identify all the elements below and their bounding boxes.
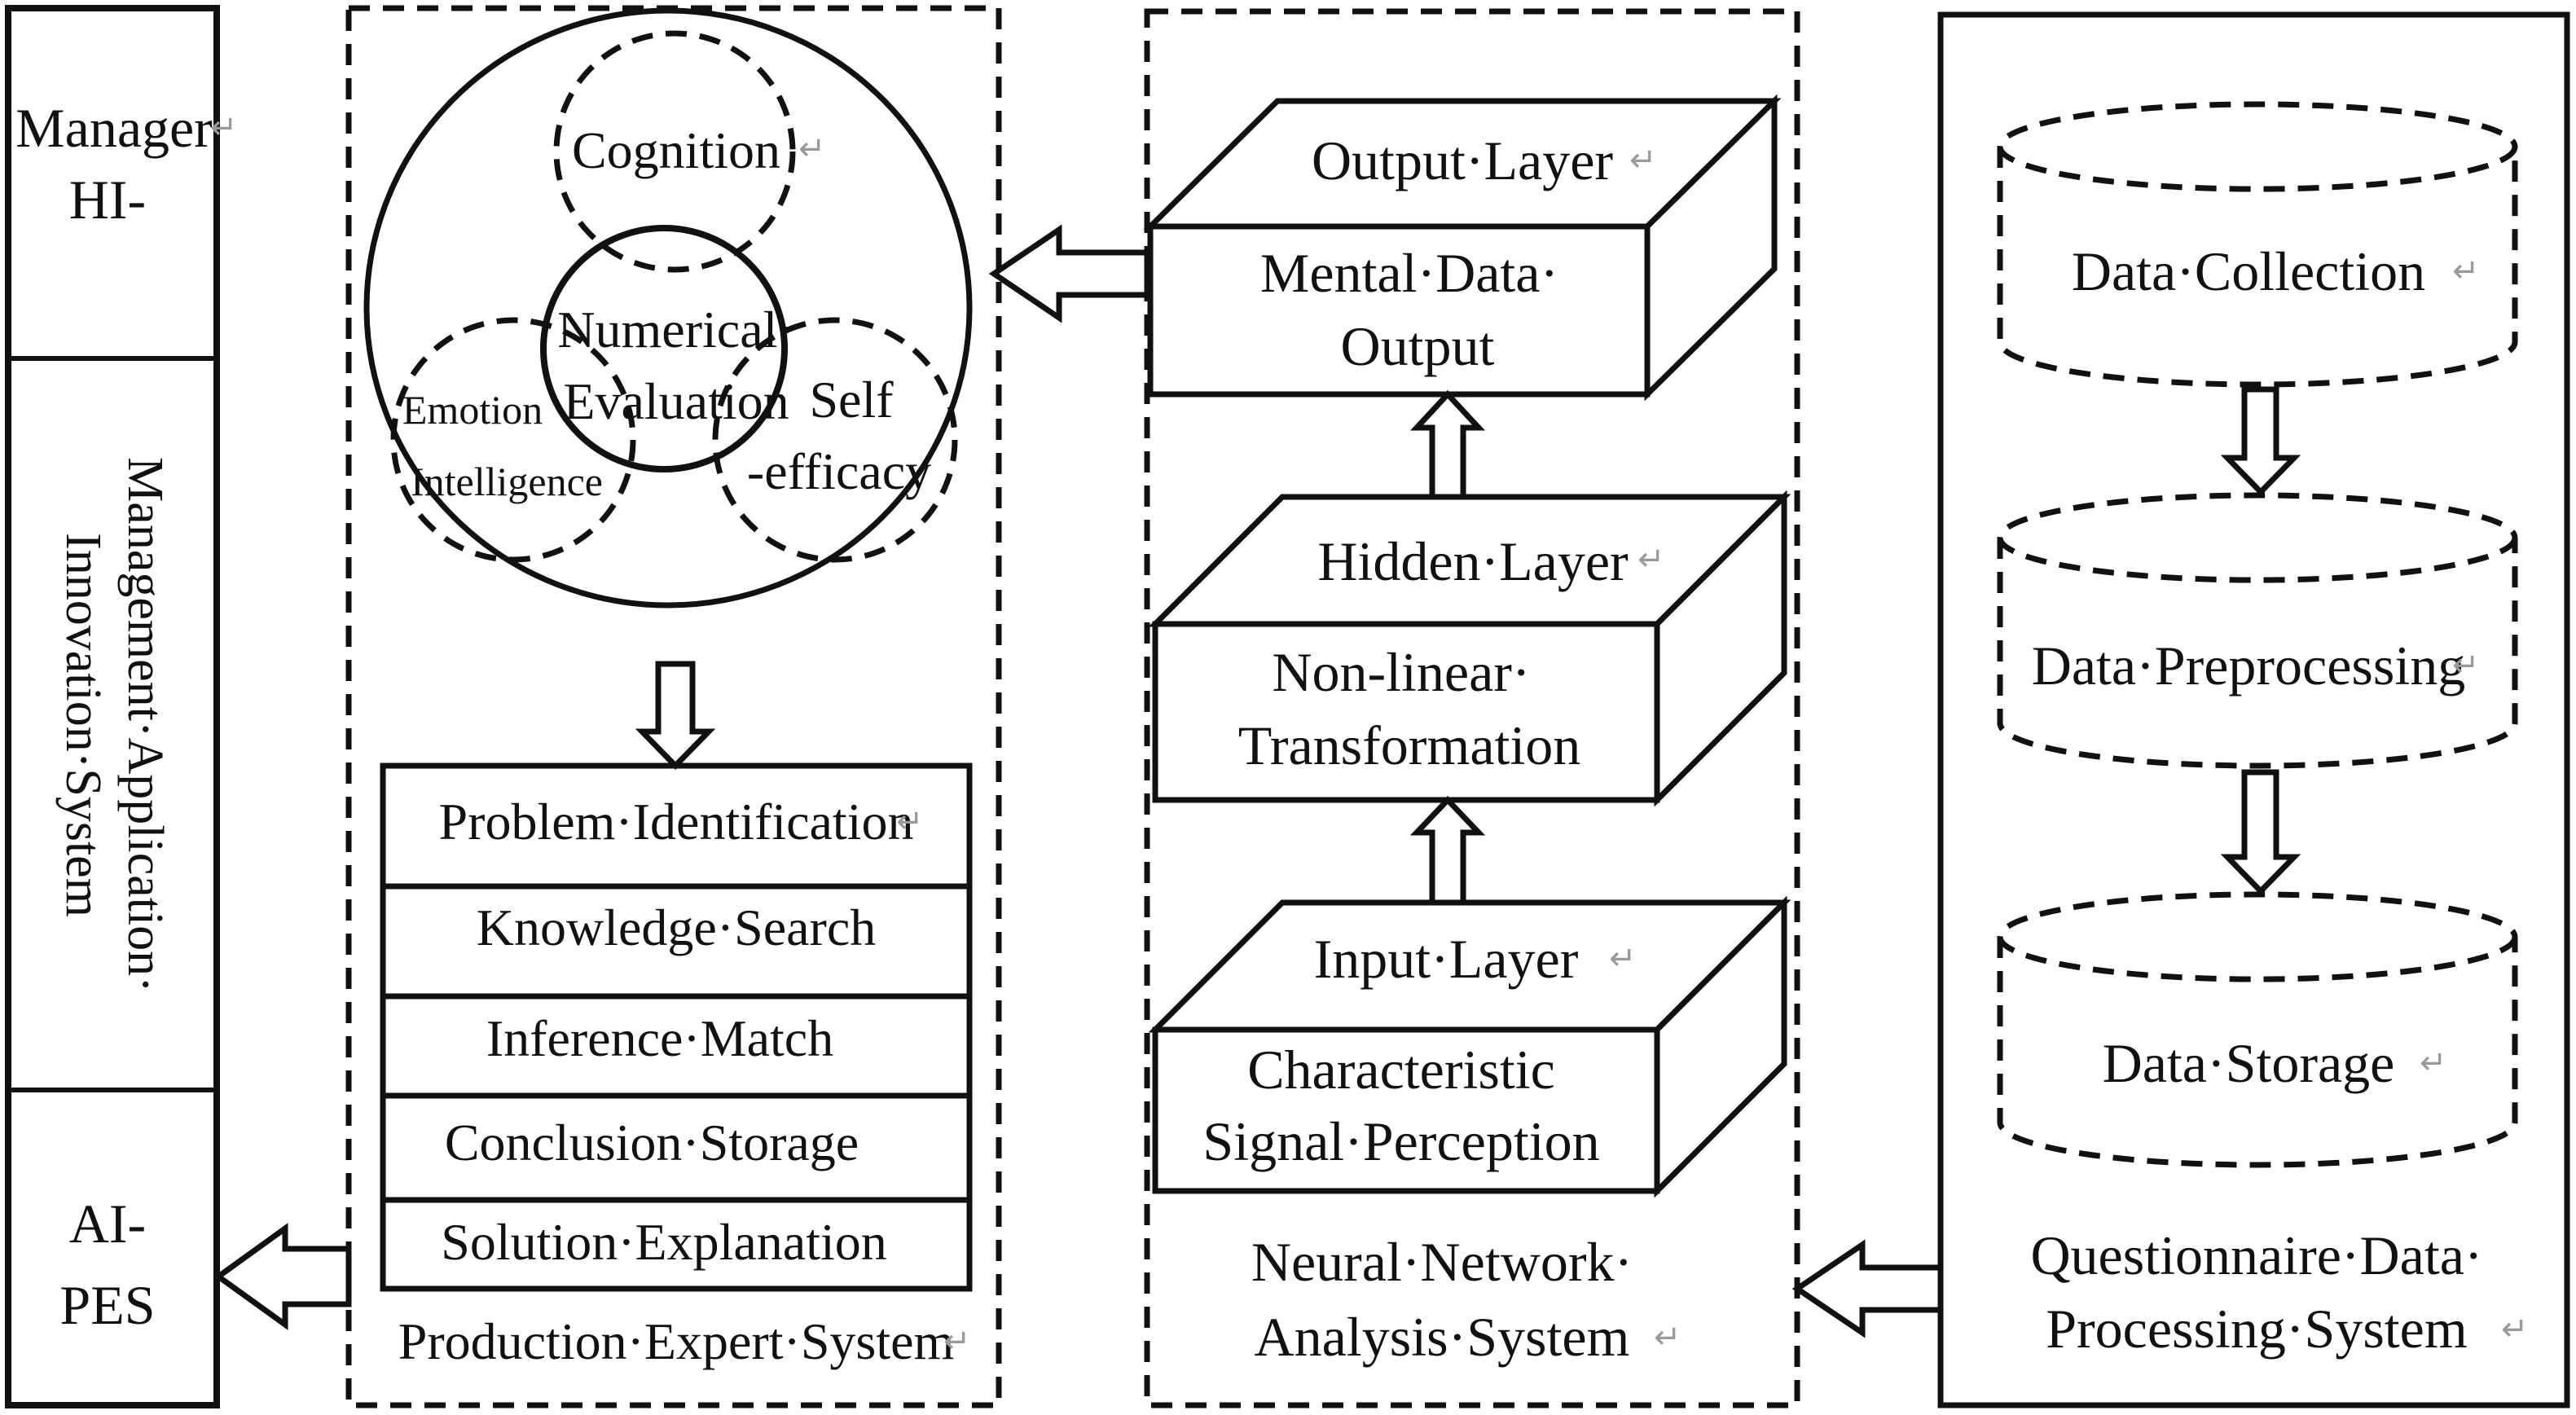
hidden-layer-box: Hidden·Layer Non-linear· Transformation [1148, 490, 1791, 807]
step-knowledge-search: Knowledge·Search [477, 899, 876, 956]
return-mark-icon: ↵ [1609, 940, 1637, 978]
production-expert-system-label: Production·Expert·System [398, 1312, 955, 1370]
return-mark-icon: ↵ [943, 1323, 971, 1360]
self-label: Self [809, 371, 894, 428]
return-mark-icon: ↵ [1637, 541, 1665, 578]
step-problem-identification: Problem·Identification [439, 793, 914, 850]
neural-network-analysis-system: Output·Layer Mental·Data· Output Hidden·… [1143, 8, 1800, 1408]
hidden-layer-front-face [1152, 621, 1660, 803]
return-mark-icon: ↵ [210, 109, 238, 147]
cylinder-2-top [1997, 492, 2518, 583]
arrow-to-expert-system [988, 224, 1150, 323]
return-mark-icon: ↵ [2452, 253, 2480, 290]
input-layer-box: Input·Layer Characteristic Signal·Percep… [1148, 895, 1791, 1198]
output-layer-box: Output·Layer Mental·Data· Output [1143, 94, 1782, 402]
production-expert-system: Cognition Numerical· Evaluation Emotion … [345, 5, 1002, 1408]
output-layer-front-face [1147, 223, 1651, 398]
data-preprocessing-cylinder: Data·Preprocessing [1997, 492, 2518, 769]
arrow-input-to-hidden [1409, 795, 1486, 906]
neural-network-label-line2: Analysis·System [1255, 1306, 1630, 1368]
cylinder-1-top [1997, 101, 2518, 192]
data-collection-cylinder: Data·Collection [1997, 101, 2518, 388]
non-linear-label: Non-linear· [1272, 641, 1530, 703]
emotion-intelligence-circle [390, 317, 636, 563]
step-conclusion-storage: Conclusion·Storage [445, 1114, 859, 1171]
return-mark-icon: ↵ [2452, 647, 2480, 684]
questionnaire-label-line2: Processing·System [2046, 1298, 2468, 1360]
arrow-to-steps [635, 661, 716, 771]
cylinder-3-body [1997, 937, 2518, 1168]
return-mark-icon: ↵ [896, 803, 924, 841]
output-label: Output [1341, 315, 1495, 377]
return-mark-icon: ↵ [1654, 1319, 1681, 1356]
data-collection-label: Data·Collection [2072, 240, 2425, 302]
characteristic-label: Characteristic [1247, 1039, 1555, 1101]
process-steps-table [380, 762, 973, 1292]
hi-label: HI- [69, 169, 146, 231]
hidden-layer-title: Hidden·Layer [1317, 530, 1629, 592]
data-storage-label: Data·Storage [2103, 1032, 2395, 1094]
manager-label: Manager [15, 97, 213, 159]
management-system-vertical-label: Management·Application· Innovation·Syste… [55, 457, 173, 993]
ai-label: AI- [69, 1193, 146, 1255]
transformation-label: Transformation [1238, 714, 1581, 776]
cognition-circle [553, 30, 796, 273]
pes-label: PES [59, 1274, 155, 1336]
mental-data-label: Mental·Data· [1260, 242, 1558, 304]
self-efficacy-circle [712, 317, 958, 563]
arrow-collection-to-preprocessing [2220, 386, 2301, 497]
neural-network-label-line1: Neural·Network· [1251, 1231, 1633, 1293]
step-inference-match: Inference·Match [486, 1009, 833, 1067]
arrow-preprocessing-to-storage [2220, 769, 2301, 896]
output-layer-title: Output·Layer [1312, 130, 1613, 191]
cylinder-3-top [1997, 891, 2518, 982]
vertical-label-line2: Innovation·System [55, 533, 111, 917]
data-storage-cylinder: Data·Storage [1997, 891, 2518, 1168]
input-layer-title: Input·Layer [1314, 928, 1579, 990]
numerical-label: Numerical· [557, 301, 794, 358]
cylinder-2-body [1997, 538, 2518, 769]
numerical-evaluation-circle [540, 225, 788, 472]
arrow-to-neural-network [1791, 1239, 1944, 1338]
return-mark-icon: ↵ [798, 130, 826, 168]
cylinder-1-body [1997, 147, 2518, 388]
vertical-label-line1: Management·Application· [117, 457, 173, 993]
intelligence-label: Intelligence [411, 459, 603, 504]
left-panel-border [5, 5, 220, 1408]
evaluation-label: Evaluation [563, 372, 789, 430]
questionnaire-label-line1: Questionnaire·Data· [2030, 1224, 2482, 1286]
neural-network-border [1144, 8, 1800, 1408]
questionnaire-border [1937, 11, 2570, 1408]
return-mark-icon: ↵ [1629, 142, 1657, 179]
efficacy-label: -efficacy [747, 442, 931, 500]
paragraph-marks: ↵ ↵ ↵ ↵ ↵ ↵ ↵ ↵ ↵ ↵ ↵ ↵ [210, 109, 2529, 1360]
return-mark-icon: ↵ [2501, 1311, 2529, 1348]
emotion-label: Emotion [402, 387, 543, 433]
data-preprocessing-label: Data·Preprocessing [2032, 635, 2465, 697]
step-solution-explanation: Solution·Explanation [441, 1213, 887, 1271]
return-mark-icon: ↵ [2420, 1044, 2447, 1082]
questionnaire-data-processing-system: Data·Collection Data·Preprocessing Data·… [1937, 11, 2570, 1408]
input-layer-front-face [1152, 1026, 1660, 1194]
signal-perception-label: Signal·Perception [1202, 1110, 1599, 1172]
left-panel: Manager HI- Management·Application· Inno… [5, 5, 220, 1408]
arrow-to-ai-pes [213, 1223, 352, 1330]
cognition-label: Cognition [572, 121, 780, 179]
mental-evaluation-outer-circle [363, 7, 973, 609]
arrow-hidden-to-output [1409, 389, 1486, 500]
